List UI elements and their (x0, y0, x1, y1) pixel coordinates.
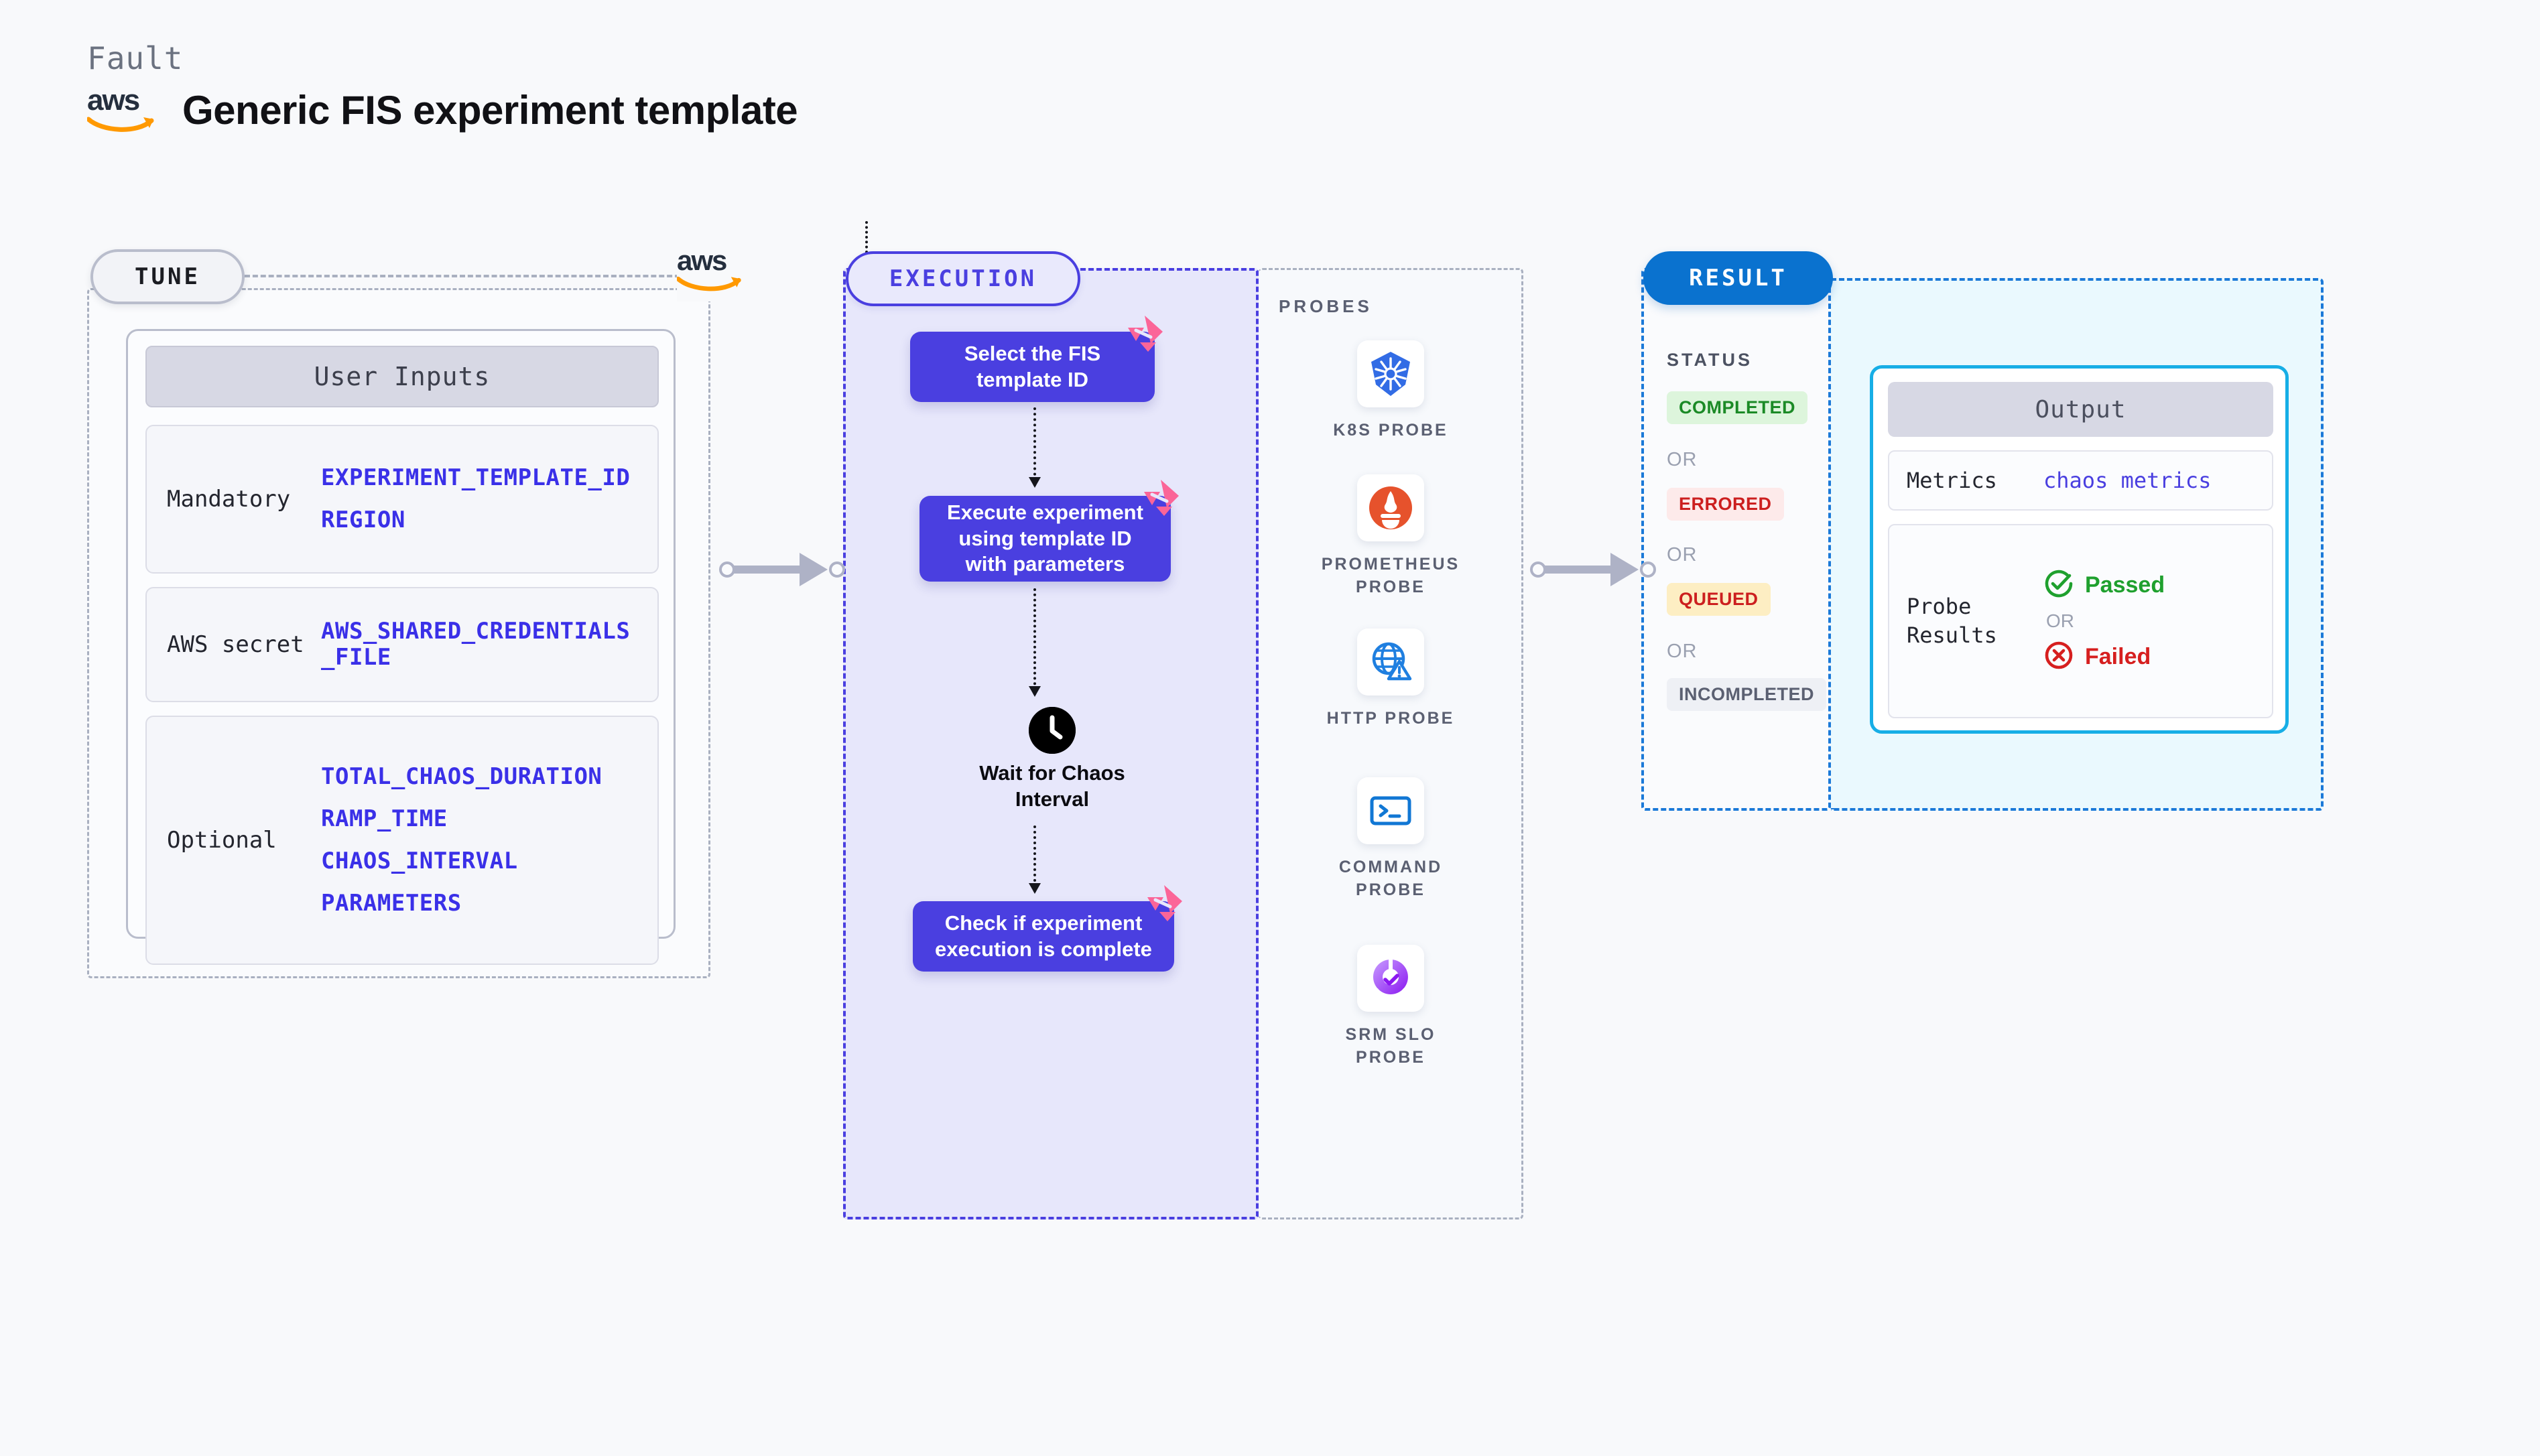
group-values: EXPERIMENT_TEMPLATE_ID REGION (321, 464, 631, 533)
input-group-mandatory[interactable]: Mandatory EXPERIMENT_TEMPLATE_ID REGION (145, 425, 659, 574)
probe-result-failed: Failed (2043, 640, 2165, 674)
tune-dashed-connector (245, 275, 680, 277)
flow-node-check-complete[interactable]: Check if experiment execution is complet… (913, 885, 1182, 972)
status-badge-queued: QUEUED (1667, 583, 1771, 616)
metrics-row[interactable]: Metrics chaos metrics (1888, 450, 2273, 511)
status-badge-incompleted: INCOMPLETED (1667, 678, 1827, 711)
flow-node-label: Execute experiment using template ID wit… (947, 500, 1143, 576)
group-values: AWS_SHARED_CREDENTIALS _FILE (321, 618, 630, 671)
or-label: OR (1667, 544, 1698, 566)
probe-item-srm-slo[interactable]: SRM SLO PROBE (1314, 945, 1468, 1069)
input-group-aws-secret[interactable]: AWS secret AWS_SHARED_CREDENTIALS _FILE (145, 587, 659, 702)
or-label: OR (2046, 610, 2074, 631)
aws-wordmark: aws (677, 245, 727, 276)
execution-tick-marker (865, 221, 868, 253)
user-inputs-title: User Inputs (145, 346, 659, 407)
probe-item-prometheus[interactable]: PROMETHEUS PROBE (1314, 474, 1468, 599)
aws-smile-icon (677, 275, 752, 292)
page-header: Fault aws Generic FIS experiment templat… (87, 40, 798, 134)
connector-dot-left (719, 561, 735, 578)
connector-arrowhead (800, 553, 828, 586)
probe-item-k8s[interactable]: K8S PROBE (1314, 340, 1468, 442)
input-value: RAMP_TIME (321, 805, 448, 832)
probe-item-http[interactable]: HTTP PROBE (1314, 628, 1468, 730)
connector-dot-right (1640, 561, 1656, 578)
page-title: Generic FIS experiment template (182, 87, 798, 133)
result-stage-pill[interactable]: RESULT (1643, 251, 1833, 305)
connector-arrowhead (1610, 553, 1639, 586)
probe-results-row: Probe Results Passed OR (1888, 524, 2273, 718)
litmus-chaos-icon (1143, 884, 1185, 923)
flow-node-select-template[interactable]: Select the FIS template ID (910, 316, 1163, 402)
wait-for-chaos-interval-label: Wait for Chaos Interval (979, 761, 1125, 811)
eyebrow-label: Fault (87, 40, 184, 76)
execution-stage-pill[interactable]: EXECUTION (846, 251, 1080, 306)
input-group-optional[interactable]: Optional TOTAL_CHAOS_DURATION RAMP_TIME … (145, 716, 659, 965)
or-label: OR (1667, 641, 1698, 662)
group-label: AWS secret (167, 631, 304, 658)
probes-panel (1259, 268, 1523, 1219)
prometheus-icon (1357, 474, 1424, 541)
probe-results-label: Probe Results (1907, 593, 1997, 648)
aws-smile-icon (87, 115, 161, 133)
flow-arrow (1029, 825, 1041, 894)
litmus-chaos-icon (1140, 478, 1182, 517)
flow-node-label: Select the FIS template ID (964, 341, 1101, 391)
failed-label: Failed (2085, 644, 2151, 669)
probe-label: HTTP PROBE (1326, 709, 1455, 728)
brand-row: aws Generic FIS experiment template (87, 86, 798, 134)
check-circle-icon (2043, 568, 2074, 602)
flow-arrow (1029, 407, 1041, 488)
probe-result-passed: Passed (2043, 568, 2165, 602)
aws-wordmark: aws (87, 84, 140, 117)
status-badge-errored: ERRORED (1667, 488, 1784, 521)
probe-item-command[interactable]: COMMAND PROBE (1314, 777, 1468, 902)
input-value: AWS_SHARED_CREDENTIALS _FILE (321, 617, 631, 671)
passed-label: Passed (2085, 572, 2165, 598)
x-circle-icon (2043, 640, 2074, 674)
flow-node-label: Check if experiment execution is complet… (935, 911, 1152, 961)
input-value: EXPERIMENT_TEMPLATE_ID (321, 464, 631, 491)
group-values: TOTAL_CHAOS_DURATION RAMP_TIME CHAOS_INT… (321, 763, 602, 917)
kubernetes-icon (1357, 340, 1424, 407)
http-globe-warning-icon (1357, 628, 1424, 696)
input-value: REGION (321, 507, 405, 533)
connector-execution-to-result (1530, 553, 1656, 586)
output-card: Output Metrics chaos metrics Probe Resul… (1870, 365, 2289, 734)
input-value: TOTAL_CHAOS_DURATION (321, 763, 602, 790)
input-value: PARAMETERS (321, 890, 462, 917)
tune-panel: User Inputs Mandatory EXPERIMENT_TEMPLAT… (87, 288, 710, 978)
probe-results-values: Passed OR Failed (2043, 568, 2165, 674)
flow-arrow (1029, 588, 1041, 697)
input-value: CHAOS_INTERVAL (321, 848, 518, 874)
aws-logo: aws (87, 86, 161, 134)
probe-label: SRM SLO PROBE (1345, 1025, 1436, 1067)
connector-bar (728, 566, 816, 574)
tune-stage-pill[interactable]: TUNE (90, 249, 245, 304)
probe-label: K8S PROBE (1333, 421, 1448, 440)
metrics-value-link[interactable]: chaos metrics (2043, 468, 2212, 493)
group-label: Optional (167, 827, 277, 854)
terminal-icon (1357, 777, 1424, 844)
probes-section-label: PROBES (1279, 296, 1373, 316)
connector-tune-to-execution (719, 553, 845, 586)
probe-label: COMMAND PROBE (1338, 858, 1443, 899)
status-badge-completed: COMPLETED (1667, 391, 1808, 424)
group-label: Mandatory (167, 486, 291, 513)
status-section-label: STATUS (1667, 350, 1753, 370)
user-inputs-card: User Inputs Mandatory EXPERIMENT_TEMPLAT… (126, 329, 676, 965)
srm-slo-donut-icon (1357, 945, 1424, 1012)
output-title: Output (1888, 382, 2273, 437)
clock-icon (1029, 707, 1076, 754)
metrics-label: Metrics (1907, 468, 1997, 493)
connector-bar (1539, 566, 1627, 574)
litmus-chaos-icon (1124, 314, 1165, 353)
result-status-panel (1641, 268, 1831, 811)
flow-node-execute-experiment[interactable]: Execute experiment using template ID wit… (919, 480, 1179, 582)
probe-label: PROMETHEUS PROBE (1321, 555, 1460, 596)
connector-dot-right (829, 561, 845, 578)
connector-dot-left (1530, 561, 1546, 578)
or-label: OR (1667, 449, 1698, 470)
aws-logo-on-tune-border: aws (677, 247, 752, 302)
